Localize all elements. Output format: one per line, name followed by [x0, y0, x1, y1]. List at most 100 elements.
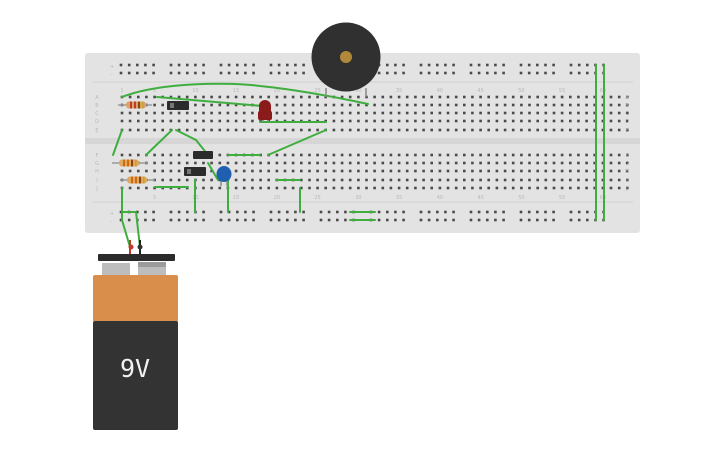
breadboard-hole[interactable]: [234, 119, 238, 123]
breadboard-hole[interactable]: [316, 153, 319, 157]
breadboard-hole[interactable]: [405, 111, 409, 115]
breadboard-hole[interactable]: [593, 95, 596, 99]
breadboard-hole[interactable]: [503, 153, 507, 157]
breadboard-hole[interactable]: [397, 128, 401, 132]
breadboard-hole[interactable]: [365, 119, 368, 123]
breadboard-hole[interactable]: [153, 95, 156, 99]
breadboard-hole[interactable]: [389, 119, 393, 123]
breadboard-hole[interactable]: [585, 161, 588, 165]
breadboard-hole[interactable]: [300, 178, 303, 182]
breadboard-hole[interactable]: [454, 153, 458, 157]
breadboard-hole[interactable]: [577, 71, 581, 75]
breadboard-hole[interactable]: [128, 169, 132, 173]
breadboard-hole[interactable]: [544, 169, 548, 173]
breadboard-hole[interactable]: [438, 161, 442, 165]
breadboard-hole[interactable]: [377, 71, 381, 75]
breadboard-hole[interactable]: [405, 178, 409, 182]
breadboard-hole[interactable]: [381, 169, 385, 173]
breadboard-hole[interactable]: [340, 153, 344, 157]
breadboard-hole[interactable]: [267, 128, 270, 132]
breadboard-hole[interactable]: [332, 103, 336, 107]
breadboard-hole[interactable]: [527, 63, 531, 67]
breadboard-hole[interactable]: [210, 161, 213, 165]
breadboard-hole[interactable]: [365, 178, 368, 182]
breadboard-hole[interactable]: [544, 186, 548, 190]
breadboard-hole[interactable]: [128, 95, 132, 99]
breadboard-hole[interactable]: [169, 218, 173, 222]
breadboard-hole[interactable]: [626, 161, 629, 165]
breadboard-hole[interactable]: [137, 169, 140, 173]
breadboard-hole[interactable]: [511, 169, 515, 173]
breadboard-hole[interactable]: [218, 103, 222, 107]
breadboard-hole[interactable]: [169, 95, 173, 99]
breadboard-hole[interactable]: [438, 169, 442, 173]
breadboard-hole[interactable]: [373, 111, 376, 115]
breadboard-hole[interactable]: [436, 210, 439, 214]
breadboard-hole[interactable]: [477, 218, 481, 222]
breadboard-hole[interactable]: [405, 169, 409, 173]
breadboard-hole[interactable]: [137, 111, 140, 115]
breadboard-hole[interactable]: [487, 103, 490, 107]
breadboard-hole[interactable]: [394, 210, 397, 214]
breadboard-hole[interactable]: [544, 111, 548, 115]
breadboard-hole[interactable]: [422, 178, 425, 182]
breadboard-hole[interactable]: [218, 186, 222, 190]
breadboard-hole[interactable]: [617, 119, 621, 123]
breadboard-hole[interactable]: [340, 161, 344, 165]
breadboard-hole[interactable]: [277, 63, 281, 67]
breadboard-hole[interactable]: [185, 161, 189, 165]
breadboard-hole[interactable]: [218, 95, 222, 99]
breadboard-hole[interactable]: [324, 178, 327, 182]
breadboard-hole[interactable]: [487, 119, 490, 123]
breadboard-hole[interactable]: [308, 153, 311, 157]
breadboard-hole[interactable]: [520, 95, 523, 99]
breadboard-hole[interactable]: [294, 210, 297, 214]
breadboard-hole[interactable]: [308, 178, 311, 182]
breadboard-hole[interactable]: [479, 119, 482, 123]
breadboard-hole[interactable]: [169, 111, 173, 115]
breadboard-hole[interactable]: [593, 161, 596, 165]
breadboard-hole[interactable]: [601, 103, 605, 107]
breadboard-hole[interactable]: [373, 178, 376, 182]
breadboard-hole[interactable]: [552, 178, 556, 182]
breadboard-hole[interactable]: [348, 128, 352, 132]
breadboard-hole[interactable]: [381, 128, 385, 132]
breadboard-hole[interactable]: [471, 153, 474, 157]
breadboard-hole[interactable]: [454, 128, 458, 132]
breadboard-hole[interactable]: [169, 161, 173, 165]
breadboard-hole[interactable]: [486, 63, 489, 67]
breadboard-hole[interactable]: [394, 218, 397, 222]
breadboard-hole[interactable]: [381, 161, 385, 165]
breadboard-hole[interactable]: [397, 169, 401, 173]
breadboard-hole[interactable]: [569, 161, 572, 165]
breadboard-hole[interactable]: [560, 119, 564, 123]
breadboard-hole[interactable]: [552, 161, 556, 165]
breadboard-hole[interactable]: [463, 153, 466, 157]
breadboard-hole[interactable]: [316, 128, 319, 132]
breadboard-hole[interactable]: [502, 63, 505, 67]
breadboard-hole[interactable]: [202, 186, 205, 190]
breadboard-hole[interactable]: [454, 169, 458, 173]
breadboard-hole[interactable]: [128, 119, 132, 123]
breadboard-hole[interactable]: [153, 103, 156, 107]
breadboard-hole[interactable]: [536, 186, 539, 190]
breadboard-hole[interactable]: [397, 178, 401, 182]
breadboard-hole[interactable]: [593, 128, 596, 132]
breadboard-hole[interactable]: [438, 95, 442, 99]
breadboard-hole[interactable]: [234, 103, 238, 107]
breadboard-hole[interactable]: [381, 103, 385, 107]
breadboard-hole[interactable]: [308, 103, 311, 107]
breadboard-hole[interactable]: [236, 218, 239, 222]
breadboard-hole[interactable]: [316, 111, 319, 115]
breadboard-hole[interactable]: [251, 111, 254, 115]
breadboard-hole[interactable]: [617, 186, 621, 190]
breadboard-hole[interactable]: [436, 218, 439, 222]
breadboard-hole[interactable]: [127, 71, 131, 75]
breadboard-hole[interactable]: [528, 169, 531, 173]
breadboard-hole[interactable]: [503, 128, 507, 132]
breadboard-hole[interactable]: [226, 128, 230, 132]
breadboard-hole[interactable]: [316, 178, 319, 182]
breadboard-hole[interactable]: [226, 103, 230, 107]
breadboard-hole[interactable]: [389, 169, 393, 173]
breadboard-hole[interactable]: [291, 111, 295, 115]
